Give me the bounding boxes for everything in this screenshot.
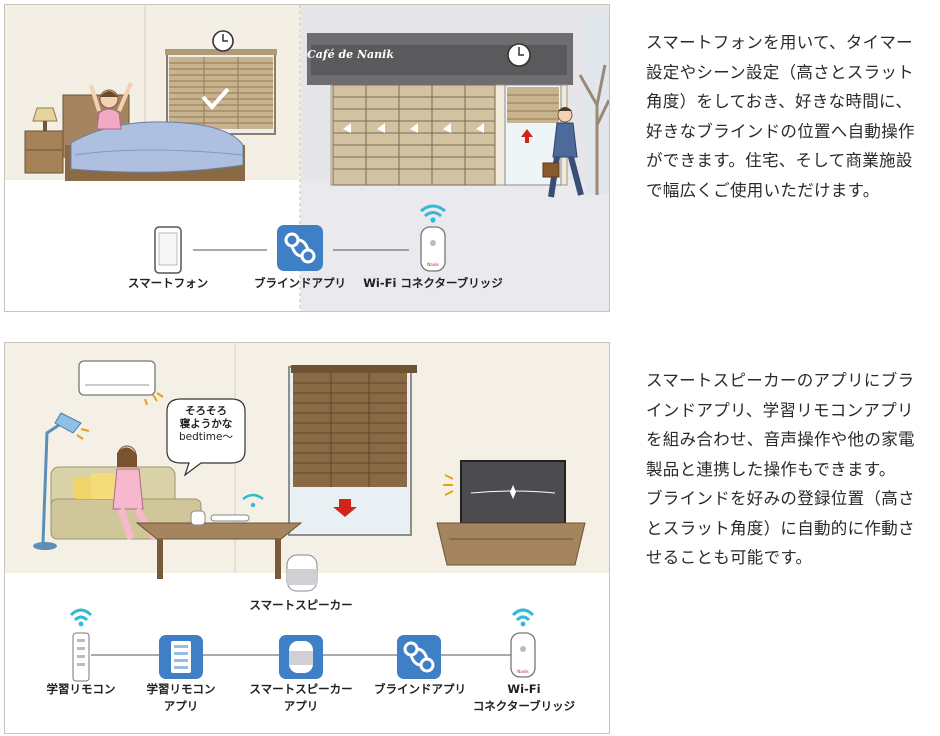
blind-app-icon [397,635,441,679]
smart-speaker-app-icon [279,635,323,679]
bedroom-cafe-illustration [5,5,609,311]
label-blind-app: ブラインドアプリ [254,276,346,290]
label-smart-speaker-app: スマートスピーカー アプリ [241,681,361,715]
bed [62,82,245,181]
wifi-icon [420,204,446,223]
bridge-logo: Nanik [517,669,529,674]
wifi-icon [69,608,93,627]
label-wifi-bridge-line2: コネクターブリッジ [472,699,576,713]
panel2-description-p2: ブラインドを好みの登録位置（高さとスラット角度）に自動的に作動させることも可能で… [646,489,915,567]
speech-line-2: 寝ようかな [179,418,233,430]
coffee-table [135,493,303,579]
television [436,460,586,566]
label-learning-remote-app-line2: アプリ [163,699,199,713]
speech-bubble [166,398,246,477]
label-learning-remote-app: 学習リモコン アプリ [135,681,227,715]
speech-line-1: そろそろ [185,405,227,417]
wifi-bridge-device [510,632,536,678]
wifi-icon [511,608,535,627]
blind-app-icon [277,225,323,271]
label-blind-app: ブラインドアプリ [374,682,466,696]
air-conditioner [78,360,164,406]
label-smart-speaker: スマートスピーカー [249,598,353,612]
floor-lamp [33,412,90,550]
label-learning-remote: 学習リモコン [46,682,116,696]
wifi-bridge-device [420,226,446,272]
speech-bubble-text: そろそろ 寝ようかな bedtime～ [169,405,243,444]
panel2-description: スマートスピーカーのアプリにブラインドアプリ、学習リモコンアプリを組み合わせ、音… [646,366,922,573]
bedroom-blind [165,49,277,135]
label-wifi-bridge-line1: Wi-Fi [507,682,541,696]
living-room-blind [288,365,417,536]
label-smart-speaker-app-line1: スマートスピーカー [249,682,353,696]
smartphone-icon [154,226,182,274]
learning-remote-app-icon [159,635,203,679]
panel2-description-p1: スマートスピーカーのアプリにブラインドアプリ、学習リモコンアプリを組み合わせ、音… [646,371,915,479]
panel1-description: スマートフォンを用いて、タイマー設定やシーン設定（高さとスラット角度）をしておき… [646,33,915,200]
cafe-sign-text: Café de Nanik [307,48,394,61]
bedside-lamp [24,107,64,174]
label-wifi-bridge: Wi-Fi コネクターブリッジ [363,276,503,290]
label-wifi-connector-bridge: Wi-Fi コネクターブリッジ [469,681,579,715]
living-room-illustration [5,343,609,733]
label-smartphone: スマートフォン [127,276,209,290]
smartphone-scenario-panel: Café de Nanik Nanik スマートフォン ブラインドアプリ Wi-… [4,4,610,312]
bridge-logo: Nanik [427,262,439,267]
label-learning-remote-app-line1: 学習リモコン [146,682,216,696]
smart-speaker [286,554,318,592]
walking-businessman [542,107,584,198]
learning-remote-icon [72,632,90,682]
tree [578,64,609,195]
smart-speaker-scenario-panel: そろそろ 寝ようかな bedtime～ Nanik スマートスピーカー 学習リモ… [4,342,610,734]
clock-icon [212,30,234,52]
cafe-storefront [307,33,573,186]
speech-line-3: bedtime～ [178,431,233,443]
label-smart-speaker-app-line2: アプリ [283,699,319,713]
